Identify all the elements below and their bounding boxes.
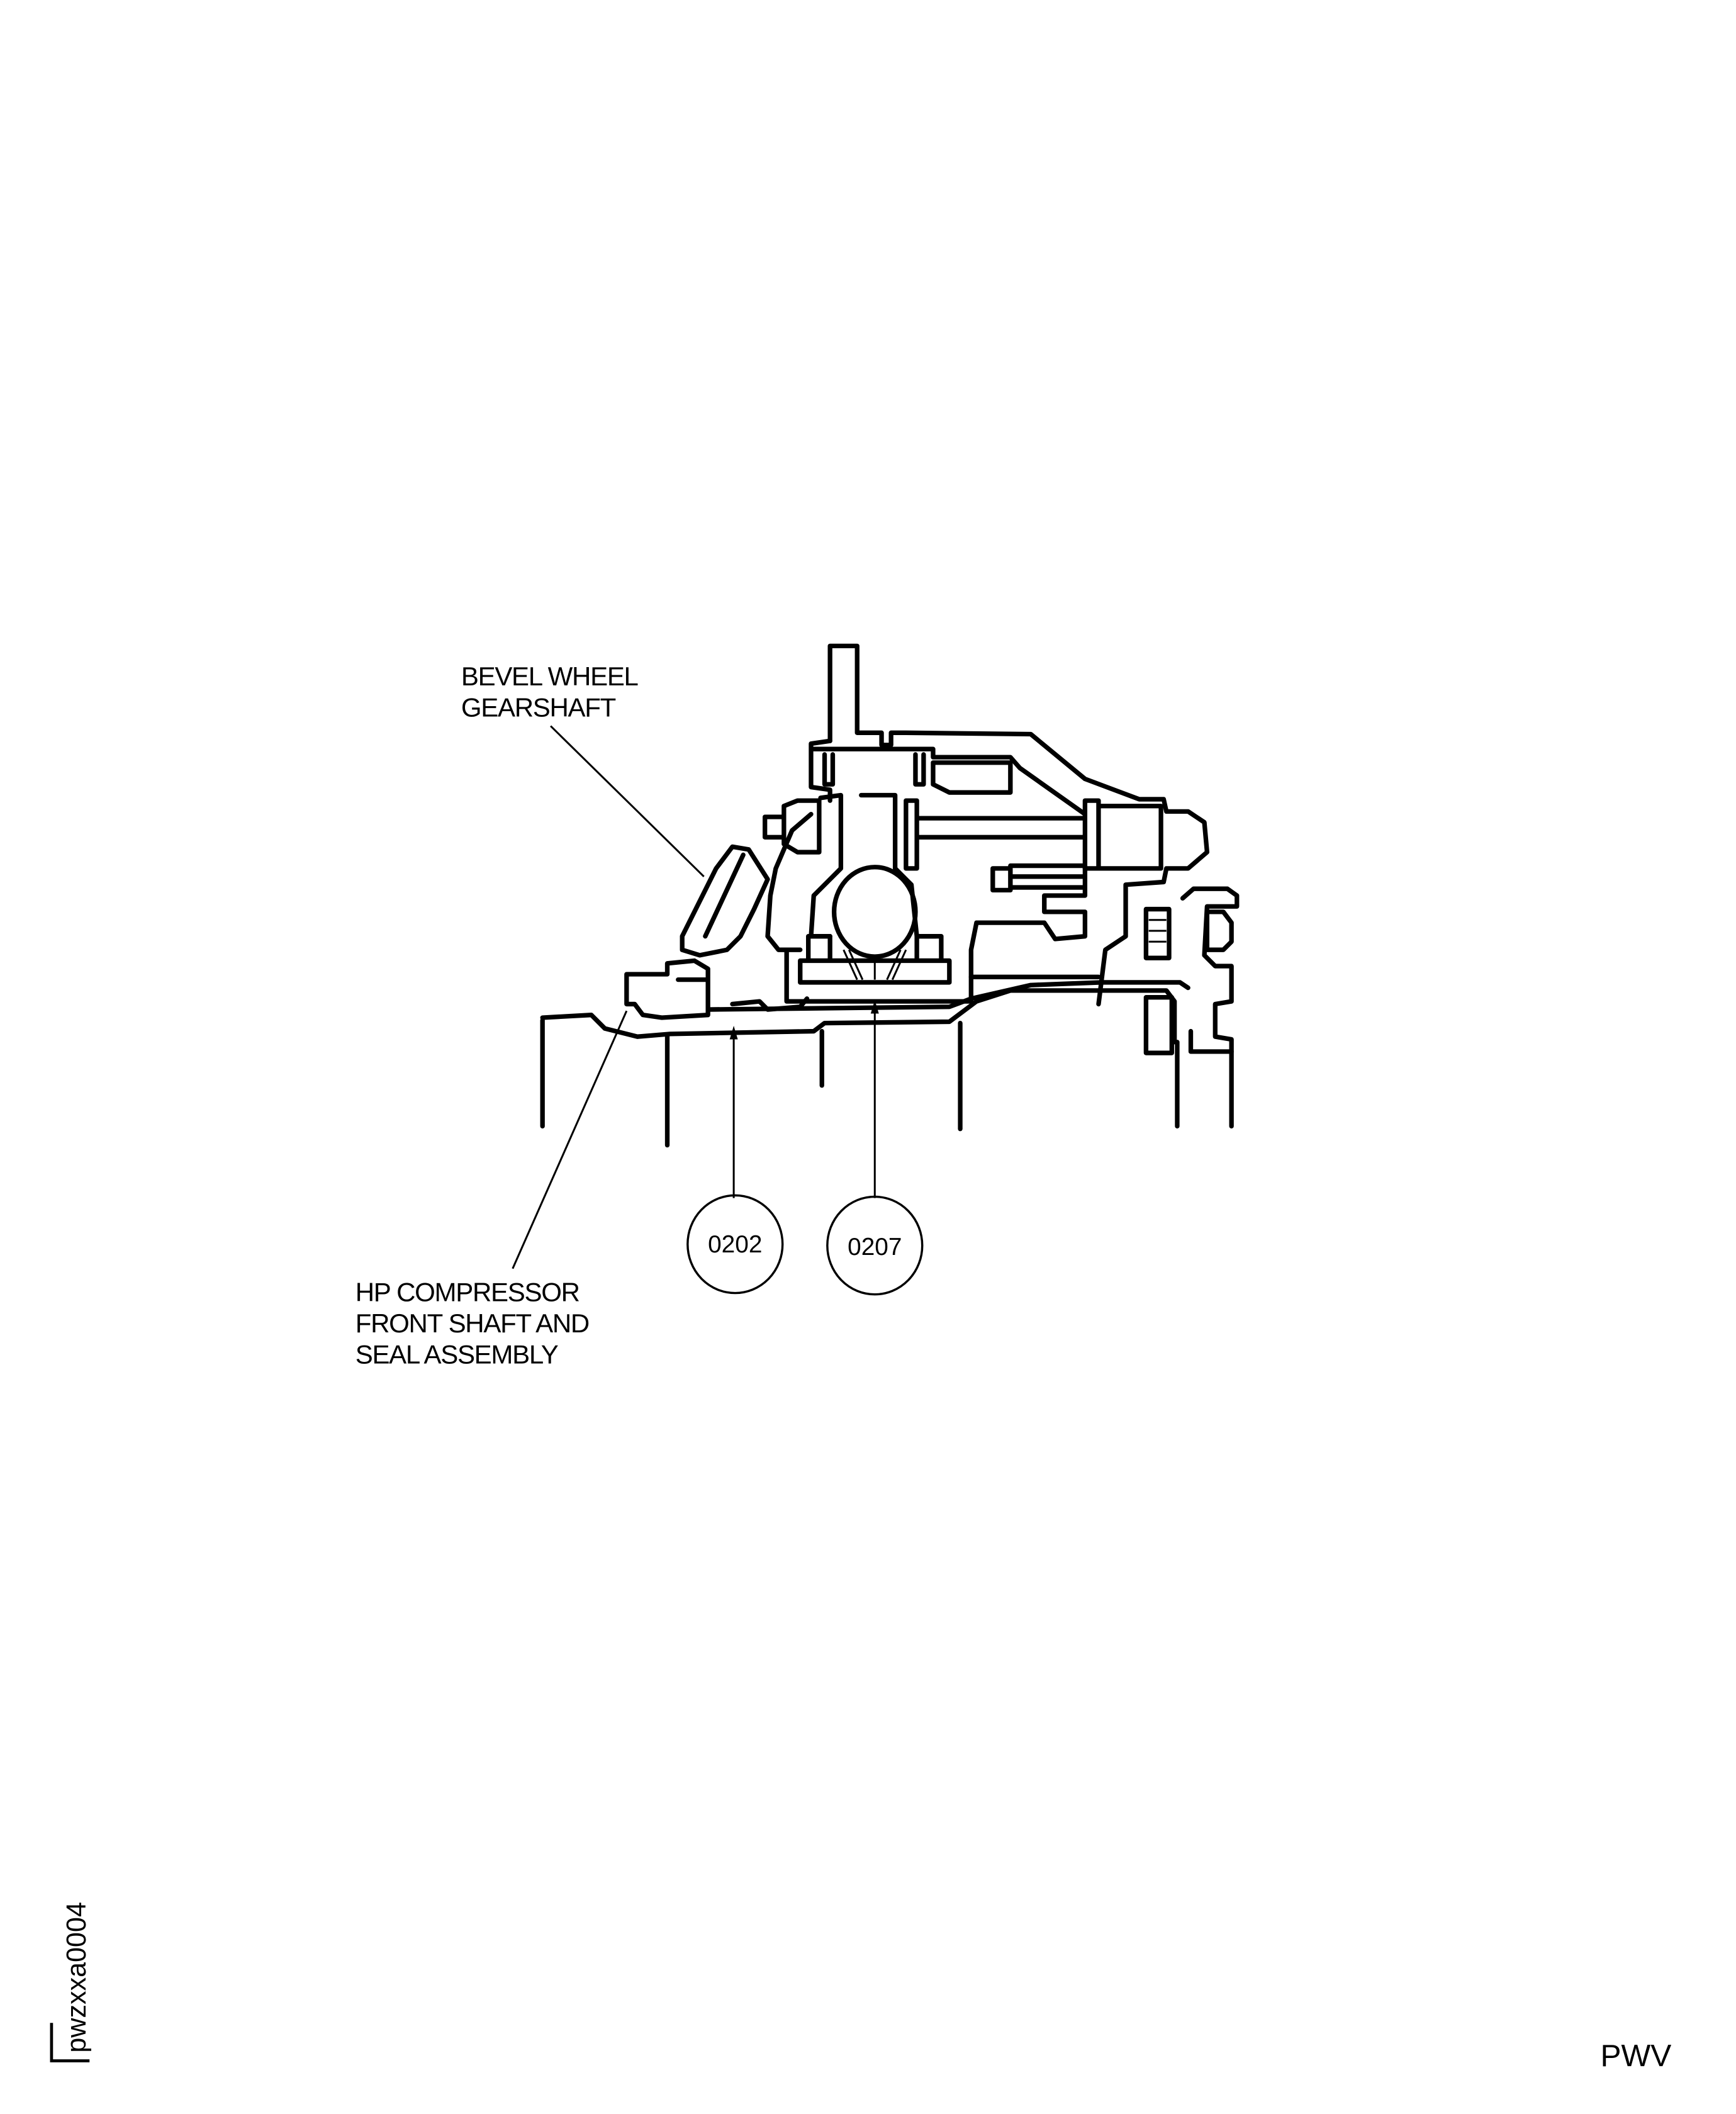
callout-0202: 0202 [686,1025,784,1295]
bevel-wheel-gearshaft [680,844,770,958]
label-line: SEAL ASSEMBLY [356,1340,559,1369]
radial-drive-tower [827,643,1210,1007]
right-gear-teeth [1143,906,1172,960]
leader-line [512,1010,628,1269]
figure-id-text: pwzxxa0004 [62,1902,92,2053]
housing-left-wall [765,812,973,1004]
oil-passage [931,760,1013,795]
right-gear-hatch [1148,919,1167,943]
gearbox-cross-section [540,643,1240,1148]
section-lines [540,1018,1234,1148]
hp-front-shaft-upper [705,980,1190,1012]
right-bearing [1143,994,1174,1055]
bearing-struts [843,949,907,981]
hp-front-shaft-lower [540,988,1177,1045]
seal-carrier [624,958,710,1020]
label-line: BEVEL WHEEL [461,661,638,691]
housing-inner-flange [811,746,1088,817]
bolt-left [822,752,836,787]
arrowhead-icon [870,999,879,1014]
callout-number: 0207 [848,1234,902,1261]
corner-code: PWV [1600,2038,1671,2073]
figure-id: pwzxxa0004 [50,1902,92,2062]
main-bearing [798,933,952,985]
label-line: GEARSHAFT [461,692,616,722]
housing-upper-left [809,738,832,803]
left-bearing-block [781,798,822,855]
corner-bracket [50,2023,90,2062]
label-line: HP COMPRESSOR [356,1277,580,1307]
right-flange [1180,886,1240,1054]
bevel-gear-ball [831,865,918,959]
label-line: FRONT SHAFT AND [356,1308,589,1338]
label-bevel-wheel-gearshaft: BEVEL WHEEL GEARSHAFT [461,661,705,877]
label-hp-compressor: HP COMPRESSOR FRONT SHAFT AND SEAL ASSEM… [356,1010,628,1369]
leader-line [550,725,705,877]
callout-number: 0202 [708,1231,762,1258]
mid-right-linkage [968,863,1101,979]
callout-0207: 0207 [826,999,924,1296]
callout-circle [686,1194,784,1295]
callout-circle [826,1195,924,1296]
horizontal-shaft [904,798,1163,871]
left-stub-shaft [763,814,787,840]
right-nut [1204,909,1234,952]
bolt-right [913,752,926,787]
arrowhead-icon [729,1025,738,1040]
